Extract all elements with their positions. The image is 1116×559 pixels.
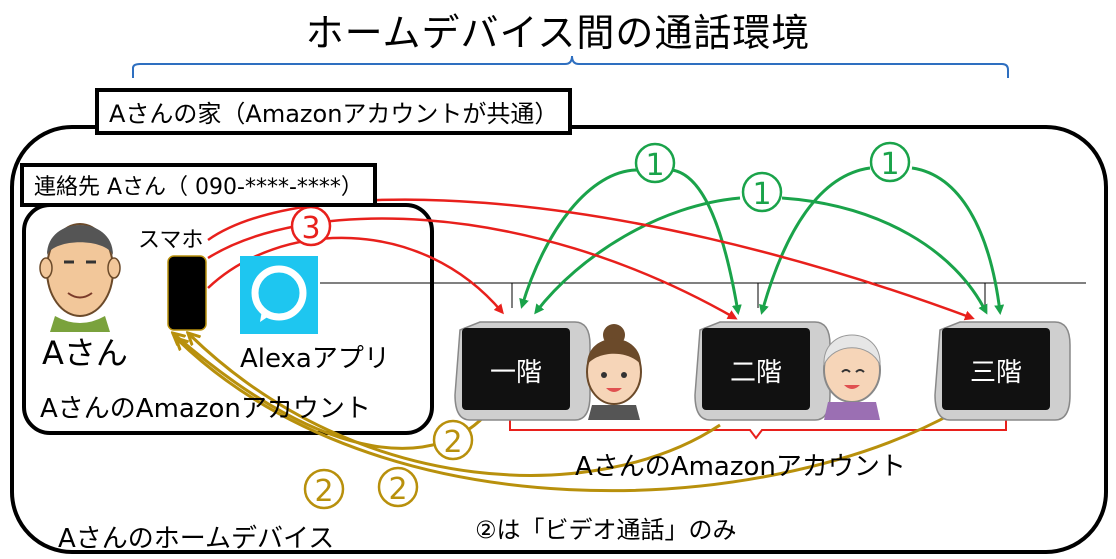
marker-one-c: 1 — [869, 141, 911, 183]
contact-label: 連絡先 Aさん（ 090-****-****） — [20, 163, 377, 207]
devices-bracket — [509, 418, 1007, 440]
house-label: Aさんの家（Amazonアカウントが共通） — [95, 88, 573, 135]
inner-account-label: AさんのAmazonアカウント — [40, 394, 371, 424]
echo-show-icon — [454, 321, 591, 421]
device-label-1: 一階 — [489, 358, 542, 388]
alexa-app-icon — [240, 256, 318, 334]
echo-show-icon — [694, 321, 831, 421]
svg-text:1: 1 — [645, 148, 664, 183]
home-devices-label: Aさんのホームデバイス — [58, 524, 335, 554]
svg-text:3: 3 — [301, 211, 320, 246]
page-title: ホームデバイス間の通話環境 — [305, 11, 811, 55]
device-account-label: AさんのAmazonアカウント — [575, 452, 906, 482]
woman-icon — [586, 324, 642, 420]
green-arrows — [519, 166, 1005, 315]
marker-one-a: 1 — [634, 142, 676, 184]
svg-text:2: 2 — [443, 425, 462, 460]
svg-text:2: 2 — [388, 472, 407, 507]
svg-text:1: 1 — [880, 147, 899, 182]
device-label-3: 三階 — [969, 358, 1022, 388]
marker-one-b: 1 — [741, 171, 783, 213]
svg-text:1: 1 — [752, 177, 771, 212]
echo-show-icon — [934, 321, 1071, 421]
note-label: ②は「ビデオ通話」のみ — [475, 516, 737, 544]
device-label-2: 二階 — [729, 358, 782, 388]
title-bracket — [132, 55, 1009, 78]
smartphone-icon — [167, 255, 207, 331]
person-icon — [39, 223, 121, 332]
person-label: Aさん — [42, 334, 128, 372]
smartphone-label: スマホ — [138, 228, 204, 253]
app-label: Alexaアプリ — [240, 344, 390, 374]
svg-text:2: 2 — [314, 474, 333, 509]
marker-two-c: 2 — [303, 468, 345, 510]
marker-three: 3 — [290, 205, 332, 247]
elderly-woman-icon — [823, 334, 881, 420]
marker-two-a: 2 — [432, 419, 474, 461]
marker-two-b: 2 — [377, 466, 419, 508]
